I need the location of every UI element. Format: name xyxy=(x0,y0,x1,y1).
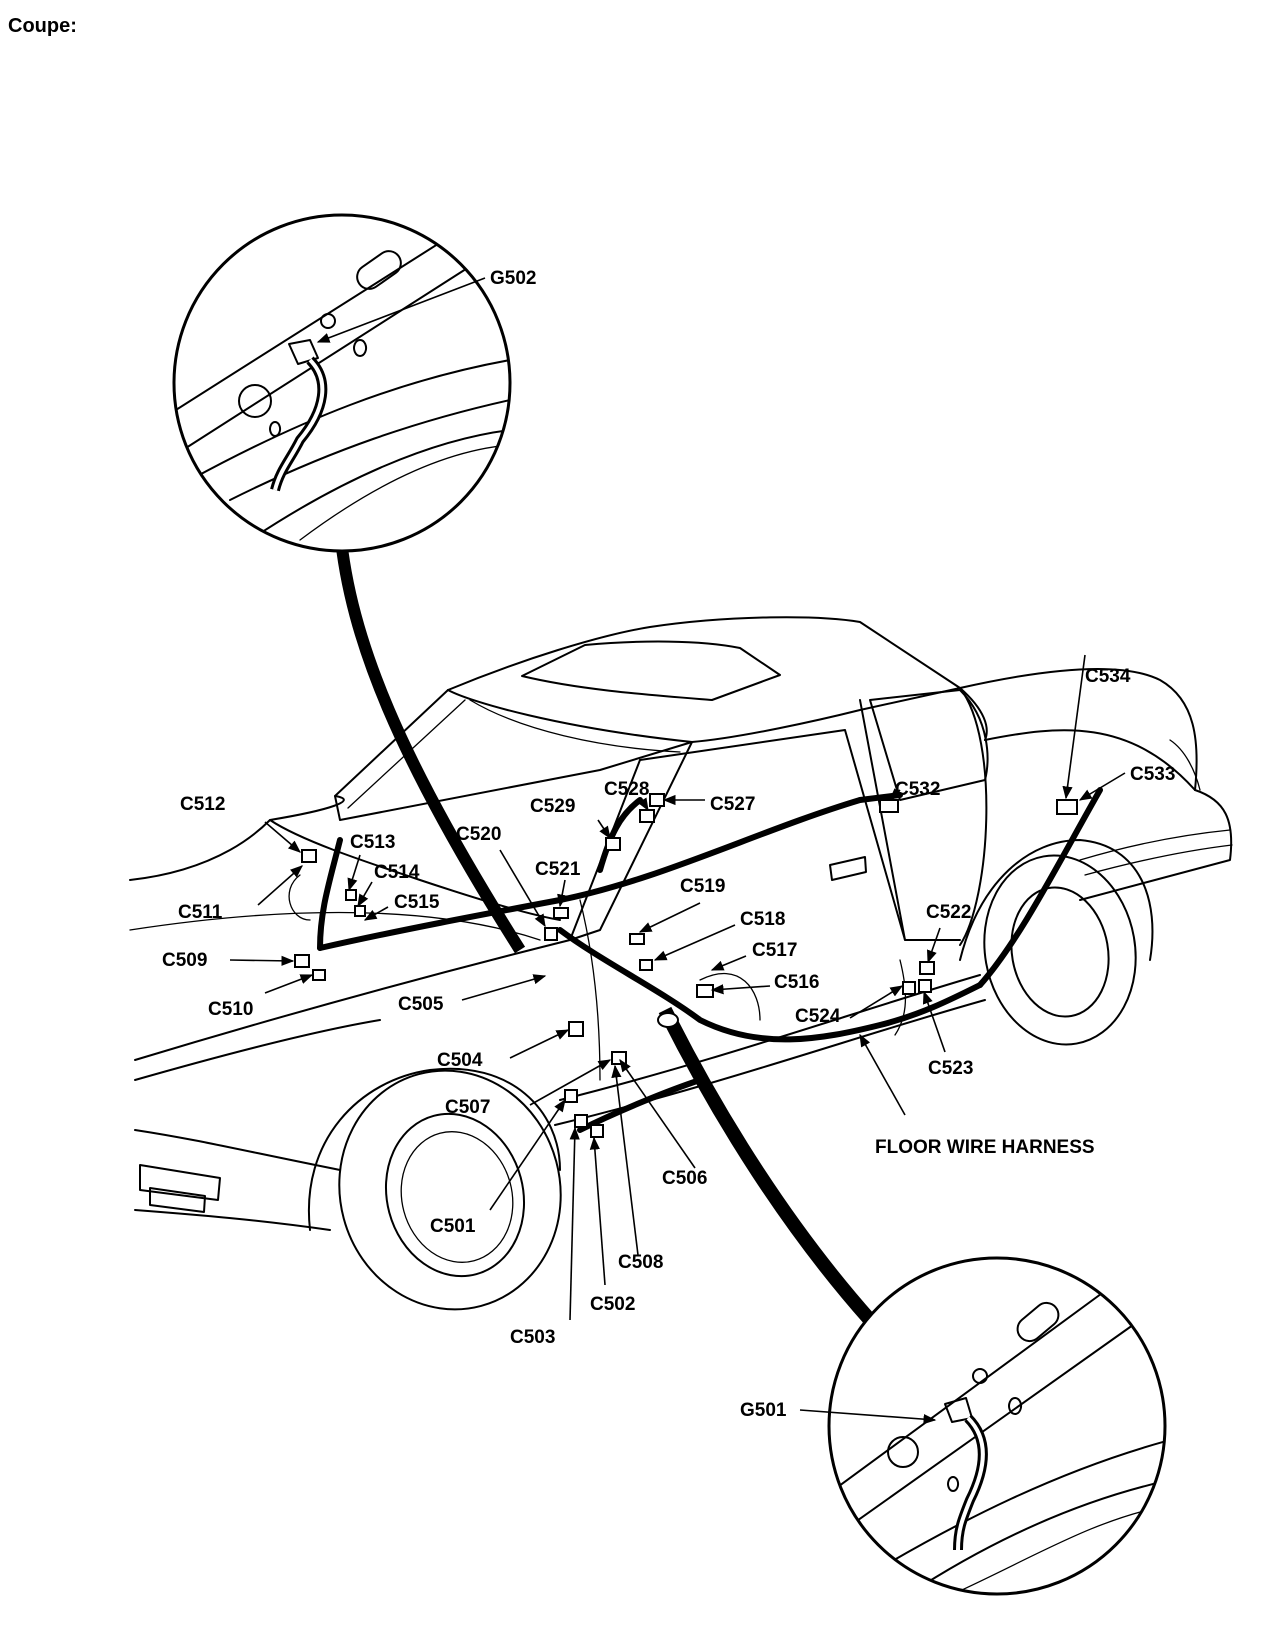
label-c517: C517 xyxy=(752,940,797,961)
label-c515: C515 xyxy=(394,892,440,913)
label-c532: C532 xyxy=(895,779,940,800)
label-c521: C521 xyxy=(535,859,581,880)
label-c506: C506 xyxy=(662,1168,707,1189)
label-c518: C518 xyxy=(740,909,785,930)
labels: G502 G501 C512 C513 C514 C515 C511 C509 … xyxy=(162,268,1175,1421)
label-c527: C527 xyxy=(710,794,755,815)
label-c501: C501 xyxy=(430,1216,476,1237)
label-c503: C503 xyxy=(510,1327,555,1348)
label-c523: C523 xyxy=(928,1058,973,1079)
page-title: Coupe: xyxy=(8,15,77,37)
label-floor-wire-harness: FLOOR WIRE HARNESS xyxy=(875,1137,1095,1158)
g502-detail-callout xyxy=(172,213,512,553)
label-c505: C505 xyxy=(398,994,444,1015)
floor-harness xyxy=(288,529,1103,1325)
label-c524: C524 xyxy=(795,1006,841,1027)
label-c504: C504 xyxy=(437,1050,483,1071)
label-c507: C507 xyxy=(445,1097,490,1118)
label-c502: C502 xyxy=(590,1294,635,1315)
label-c528: C528 xyxy=(604,779,649,800)
label-c529: C529 xyxy=(530,796,575,817)
label-c512: C512 xyxy=(180,794,225,815)
label-c513: C513 xyxy=(350,832,395,853)
label-g501: G501 xyxy=(740,1400,787,1421)
label-c508: C508 xyxy=(618,1252,663,1273)
label-c514: C514 xyxy=(374,862,420,883)
label-c511: C511 xyxy=(178,902,223,923)
label-c522: C522 xyxy=(926,902,971,923)
label-c519: C519 xyxy=(680,876,725,897)
label-c534: C534 xyxy=(1085,666,1131,687)
label-c533: C533 xyxy=(1130,764,1175,785)
car-body xyxy=(129,616,1233,1311)
label-c510: C510 xyxy=(208,999,253,1020)
label-c509: C509 xyxy=(162,950,207,971)
label-c520: C520 xyxy=(456,824,501,845)
label-g502: G502 xyxy=(490,268,536,289)
g501-detail-callout xyxy=(827,1256,1167,1596)
leader-lines xyxy=(229,277,1126,1425)
label-c516: C516 xyxy=(774,972,819,993)
